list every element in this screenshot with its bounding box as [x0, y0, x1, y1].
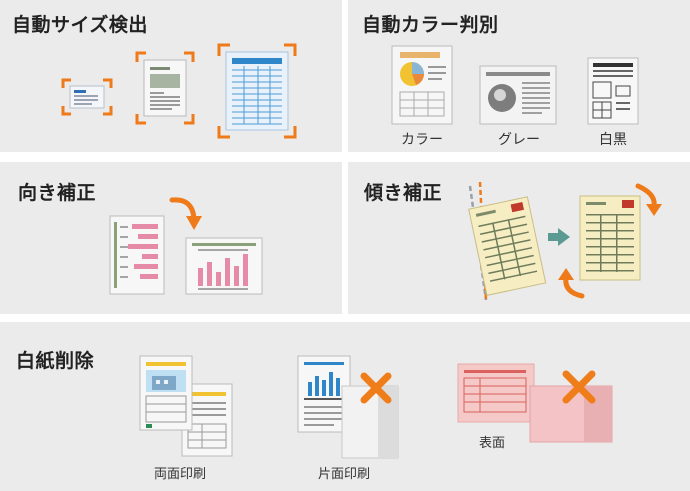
back-side-blank-page	[529, 385, 613, 443]
rotate-arrow-bottom	[558, 268, 585, 299]
large-table-doc	[217, 43, 297, 139]
duplex-front-page	[139, 355, 193, 431]
auto-size-title: 自動サイズ検出	[12, 14, 148, 36]
blank-removal-title: 白紙削除	[16, 350, 95, 372]
label-color: カラー	[401, 132, 443, 148]
bw-doc	[587, 57, 639, 125]
gray-doc	[479, 65, 557, 125]
auto-color-illustration	[391, 45, 639, 125]
simplex-printed-page	[297, 355, 351, 433]
color-doc	[391, 45, 453, 125]
corrected-doc	[185, 237, 263, 295]
orientation-illustration	[109, 197, 263, 295]
skew-title: 傾き補正	[364, 182, 443, 204]
skewed-doc	[468, 196, 547, 296]
panel-orientation	[0, 162, 342, 314]
label-bw: 白黒	[599, 132, 627, 148]
straightened-doc	[579, 195, 641, 281]
rotate-arrow-top	[635, 183, 662, 216]
skew-illustration	[468, 181, 662, 301]
label-gray: グレー	[498, 132, 540, 148]
label-duplex: 両面印刷	[153, 467, 206, 482]
delete-cross-back	[562, 370, 596, 404]
delete-cross-simplex	[360, 372, 392, 404]
auto-color-title: 自動カラー判別	[362, 14, 499, 36]
rotated-doc	[109, 215, 165, 295]
auto-size-illustration	[61, 43, 297, 139]
right-arrow	[548, 228, 570, 246]
medium-doc	[135, 51, 195, 125]
label-simplex: 片面印刷	[317, 467, 370, 482]
small-card-doc	[61, 78, 113, 116]
orientation-title: 向き補正	[18, 182, 97, 204]
label-front-side: 表面	[478, 436, 505, 451]
front-side-page	[457, 363, 535, 423]
rotate-arrow	[169, 197, 202, 230]
